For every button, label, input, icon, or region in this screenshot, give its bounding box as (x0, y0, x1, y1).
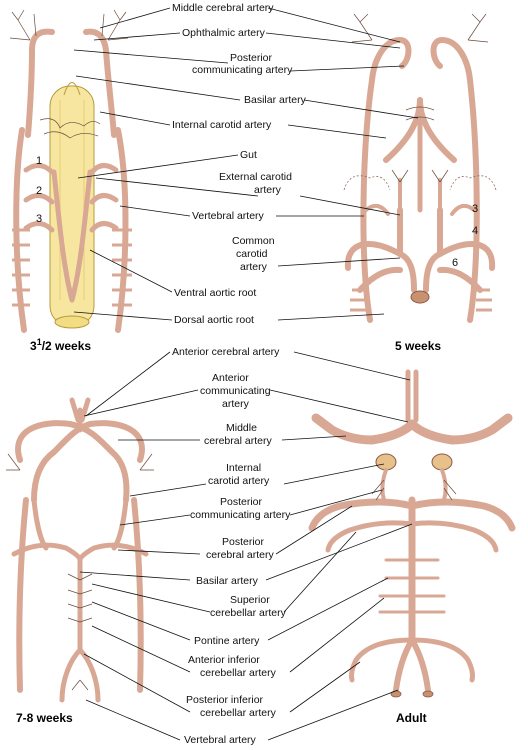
label-posterior-communicating-b1: Posterior (220, 496, 263, 508)
label-middle-cerebral-b2: cerebral artery (204, 435, 272, 447)
labels-upper: Middle cerebral artery Ophthalmic artery… (73, 2, 419, 326)
label-ventral-aortic-root: Ventral aortic root (174, 287, 256, 299)
arch-number-4: 4 (472, 225, 478, 237)
label-anterior-communicating-3: artery (222, 398, 250, 410)
arch-number-6: 6 (452, 257, 458, 269)
label-pontine-artery: Pontine artery (194, 635, 260, 647)
vessels-p2 (343, 13, 497, 323)
panel-title-3-5-weeks: 31/2 weeks (30, 337, 91, 353)
label-posterior-inferior-2: cerebellar artery (200, 707, 277, 719)
panel-title-5-weeks: 5 weeks (395, 339, 441, 353)
label-posterior-cerebral-1: Posterior (222, 536, 265, 548)
label-internal-carotid-artery: Internal carotid artery (172, 119, 272, 131)
label-middle-cerebral-b1: Middle (226, 422, 257, 434)
label-posterior-communicating-1: Posterior (230, 52, 273, 64)
panel-adult: Adult (308, 369, 516, 725)
label-anterior-cerebral-artery: Anterior cerebral artery (172, 346, 280, 358)
label-internal-carotid-b1: Internal (226, 462, 261, 474)
vessels-p1 (9, 9, 132, 333)
arch-number-3b: 3 (472, 203, 478, 215)
label-posterior-cerebral-2: cerebral artery (206, 549, 274, 561)
arch-number-2: 2 (36, 185, 42, 197)
label-superior-cerebellar-2: cerebellar artery (210, 607, 287, 619)
label-anterior-communicating-1: Anterior (212, 372, 249, 384)
label-anterior-inferior-2: cerebellar artery (200, 667, 277, 679)
panel-5-weeks: 3 4 6 5 weeks (343, 13, 497, 353)
panel-title-7-8-weeks: 7-8 weeks (16, 711, 73, 725)
label-common-carotid-1: Common (232, 235, 275, 247)
label-superior-cerebellar-1: Superior (230, 594, 270, 606)
label-basilar-artery: Basilar artery (244, 94, 307, 106)
label-vertebral-artery-b: Vertebral artery (184, 734, 257, 746)
label-basilar-artery-b: Basilar artery (196, 575, 259, 587)
label-ophthalmic-artery: Ophthalmic artery (182, 27, 266, 39)
label-common-carotid-3: artery (240, 261, 268, 273)
label-vertebral-artery: Vertebral artery (192, 210, 265, 222)
label-posterior-communicating-2: communicating artery (192, 64, 293, 76)
vessels-p3 (6, 397, 154, 703)
panel-title-adult: Adult (396, 711, 427, 725)
label-internal-carotid-b2: carotid artery (208, 475, 270, 487)
label-anterior-communicating-2: communicating (200, 385, 271, 397)
label-anterior-inferior-1: Anterior inferior (188, 654, 260, 666)
label-middle-cerebral-artery: Middle cerebral artery (172, 2, 274, 14)
label-external-carotid-2: artery (254, 184, 282, 196)
panel-7-8-weeks: 7-8 weeks (6, 397, 154, 725)
label-external-carotid-1: External carotid (219, 171, 292, 183)
gut-tube (49, 82, 95, 329)
panel-3-5-weeks: 1 2 3 31/2 weeks (9, 9, 132, 353)
labels-lower: Anterior cerebral artery Anterior commun… (79, 346, 413, 746)
vessels-p4 (308, 369, 516, 698)
arch-number-3: 3 (36, 213, 42, 225)
label-posterior-inferior-1: Posterior inferior (186, 694, 264, 706)
label-gut: Gut (240, 149, 257, 161)
label-posterior-communicating-b2: communicating artery (190, 509, 291, 521)
label-common-carotid-2: carotid (236, 248, 268, 260)
label-dorsal-aortic-root: Dorsal aortic root (174, 314, 254, 326)
arch-number-1: 1 (36, 155, 42, 167)
